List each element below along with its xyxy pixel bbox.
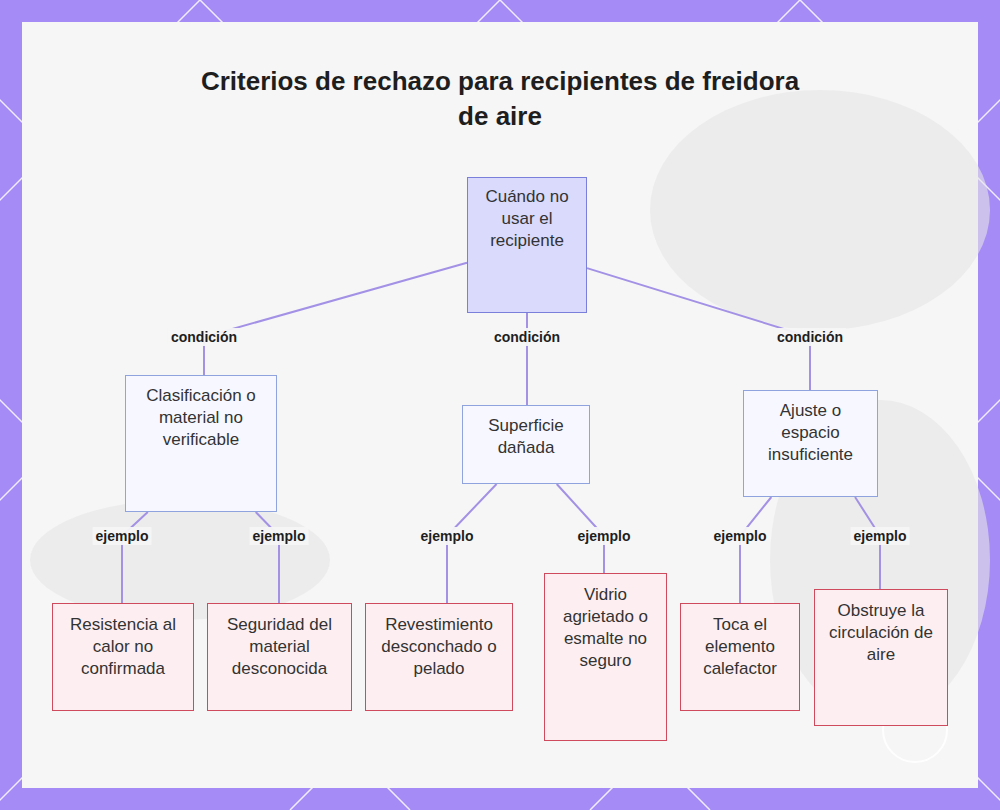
example-box: Revestimiento desconchado o pelado <box>365 603 513 711</box>
node-text: Cuándo no usar el recipiente <box>482 186 572 252</box>
connector-line <box>256 512 279 603</box>
node-text: Toca el elemento calefactor <box>691 614 789 680</box>
condition-box: Superficie dañada <box>462 405 590 484</box>
node-text: Revestimiento desconchado o pelado <box>376 614 502 680</box>
connector-line <box>740 497 771 603</box>
edge-label: ejemplo <box>575 527 634 545</box>
connector-line <box>204 263 467 375</box>
edge-label: ejemplo <box>851 527 910 545</box>
edge-label: ejemplo <box>711 527 770 545</box>
edge-label: condición <box>168 328 240 346</box>
edge-label: condición <box>774 328 846 346</box>
connector-line <box>526 313 528 405</box>
blurred-photo <box>30 90 990 720</box>
node-text: Seguridad del material desconocida <box>218 614 341 680</box>
example-box: Toca el elemento calefactor <box>680 603 800 711</box>
diagram-title: Criterios de rechazo para recipientes de… <box>200 64 800 134</box>
condition-box: Clasificación o material no verificable <box>125 375 277 512</box>
edge-label: ejemplo <box>93 527 152 545</box>
edge-label: condición <box>491 328 563 346</box>
example-box: Obstruye la circulación de aire <box>814 589 948 726</box>
edge-label: ejemplo <box>250 527 309 545</box>
root-box: Cuándo no usar el recipiente <box>467 177 587 313</box>
example-box: Seguridad del material desconocida <box>207 603 352 711</box>
edge-label: ejemplo <box>418 527 477 545</box>
example-box: Vidrio agrietado o esmalte no seguro <box>544 573 667 741</box>
node-text: Ajuste o espacio insuficiente <box>756 400 865 466</box>
condition-box: Ajuste o espacio insuficiente <box>743 390 878 497</box>
node-text: Clasificación o material no verificable <box>138 385 264 451</box>
node-text: Superficie dañada <box>475 415 577 459</box>
node-text: Vidrio agrietado o esmalte no seguro <box>555 584 656 672</box>
node-text: Obstruye la circulación de aire <box>825 600 937 666</box>
node-text: Resistencia al calor no confirmada <box>63 614 183 680</box>
connector-line <box>122 512 148 603</box>
example-box: Resistencia al calor no confirmada <box>52 603 194 711</box>
